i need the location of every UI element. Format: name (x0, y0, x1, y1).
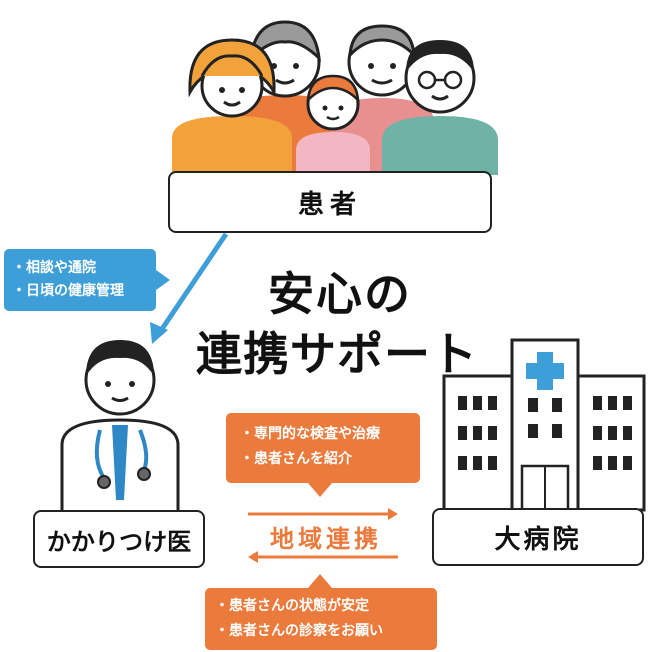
father-figure (382, 40, 498, 175)
regional-link-label: 地域連携 (270, 525, 382, 553)
large-hospital-label: 大病院 (494, 524, 582, 555)
patient-to-clinic-arrow (150, 232, 229, 344)
family-doctor-box: かかりつけ医 (33, 510, 205, 568)
patient-to-clinic-note: ・相談や通院 ・日頃の健康管理 (4, 249, 156, 311)
child-figure (296, 74, 370, 175)
note-line: ・相談や通院 (12, 260, 96, 276)
hospital-to-clinic-note: ・患者さんの状態が安定 ・患者さんの診察をお願い (205, 588, 437, 650)
link-arrow-left (248, 551, 398, 563)
note-line: ・日頃の健康管理 (12, 283, 124, 299)
note-line: ・専門的な検査や治療 (240, 426, 380, 442)
note-line: ・患者さんを紹介 (240, 451, 352, 467)
link-arrow-right (248, 508, 398, 520)
clinic-to-hospital-note: ・専門的な検査や治療 ・患者さんを紹介 (226, 413, 420, 483)
note-top-pointer (308, 483, 332, 497)
large-hospital-box: 大病院 (432, 508, 644, 566)
patient-box: 患者 (168, 171, 492, 233)
patient-label: 患者 (297, 189, 362, 220)
note-bottom-pointer (308, 574, 332, 588)
family-doctor-label: かかりつけ医 (46, 527, 192, 556)
note-line: ・患者さんの診察をお願い (215, 623, 383, 639)
note-line: ・患者さんの状態が安定 (215, 598, 369, 614)
blue-note-pointer (156, 270, 170, 290)
family-illustration-icon (172, 20, 498, 175)
headline-line-1: 安心の (268, 267, 412, 321)
headline-line-2: 連携サポート (196, 327, 478, 381)
mother-figure (172, 38, 292, 175)
